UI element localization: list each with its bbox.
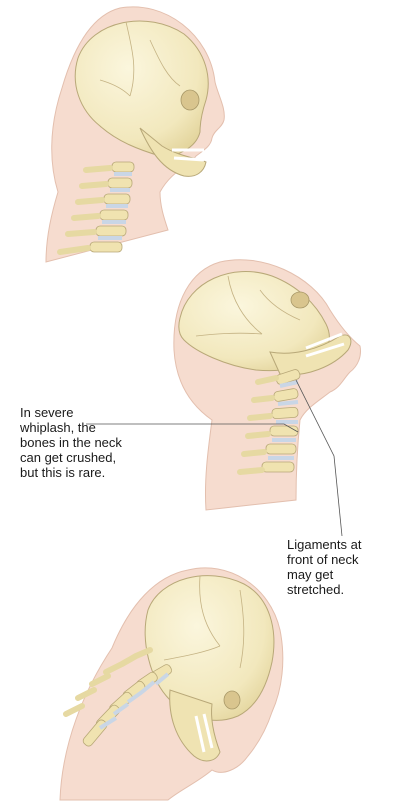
vertebra (272, 407, 299, 419)
vertebra (112, 162, 134, 172)
vertebra (270, 426, 298, 436)
figure-hyperflexion (60, 568, 283, 800)
figure-hyperextension (174, 260, 361, 510)
vertebra (266, 444, 296, 454)
vertebra (90, 242, 122, 252)
annotation-ligaments-stretched: Ligaments at front of neck may get stret… (287, 537, 397, 597)
eye-socket (181, 90, 199, 110)
vertebra (262, 462, 294, 472)
figure-neutral (46, 7, 224, 262)
vertebra (96, 226, 126, 236)
vertebra (100, 210, 128, 220)
vertebra (108, 178, 132, 188)
eye-socket (291, 292, 309, 308)
vertebra (104, 194, 130, 204)
eye-socket (224, 691, 240, 709)
annotation-bones-crushed: In severe whiplash, the bones in the nec… (20, 405, 140, 480)
